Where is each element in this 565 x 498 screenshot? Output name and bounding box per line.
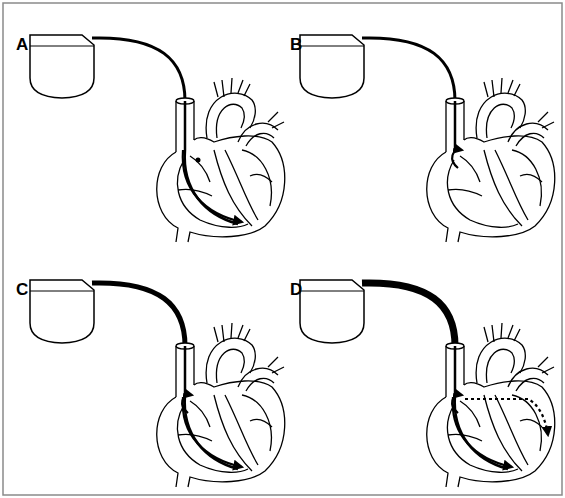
panel-letter: A bbox=[16, 36, 28, 53]
panel-b bbox=[300, 35, 555, 242]
atrial-arrow bbox=[182, 395, 192, 413]
pacemaker bbox=[300, 280, 364, 343]
conduction-arrow bbox=[183, 150, 242, 222]
heart bbox=[157, 78, 285, 242]
atrial-arrow bbox=[452, 150, 462, 168]
lead bbox=[455, 346, 508, 469]
ventricular-arrow bbox=[183, 397, 242, 467]
pacemaker bbox=[30, 280, 94, 343]
lead bbox=[185, 346, 238, 469]
node-dot bbox=[196, 158, 201, 163]
lead bbox=[362, 38, 455, 101]
lead bbox=[185, 101, 238, 224]
atrial-arrow bbox=[452, 395, 462, 413]
panel-letter: B bbox=[290, 36, 302, 53]
lead bbox=[92, 38, 185, 101]
lead bbox=[362, 283, 455, 346]
panel-a bbox=[30, 35, 285, 242]
ventricular-arrow bbox=[453, 397, 512, 467]
panel-c bbox=[30, 280, 285, 487]
panel-letter: D bbox=[290, 281, 302, 298]
frame bbox=[3, 3, 562, 495]
heart bbox=[427, 323, 555, 487]
heart bbox=[427, 78, 555, 242]
panel-d bbox=[300, 280, 555, 487]
pacemaker bbox=[300, 35, 364, 98]
lead bbox=[92, 283, 185, 346]
pacemaker bbox=[30, 35, 94, 98]
lead bbox=[454, 101, 457, 150]
panel-letter: C bbox=[16, 281, 28, 298]
heart bbox=[157, 323, 285, 487]
lv-lead-arrow bbox=[465, 399, 548, 435]
